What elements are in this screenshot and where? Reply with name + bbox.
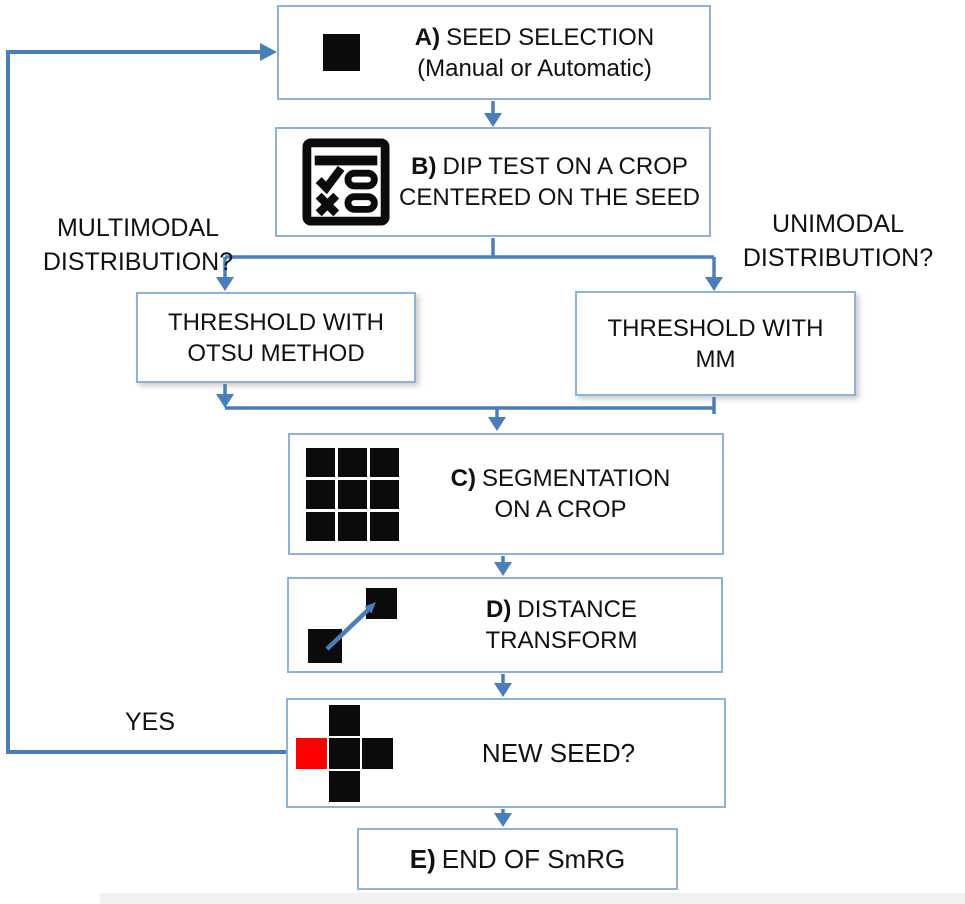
dip-test-text: B)DIP TEST ON A CROP CENTERED ON THE SEE… (390, 151, 709, 213)
distance-transform-line1: DISTANCE (517, 596, 637, 623)
end-prefix: E) (409, 843, 436, 874)
end-box: E)END OF SmRG (357, 828, 678, 890)
connector-c-to-d (494, 556, 512, 576)
yes-label: YES (124, 708, 176, 736)
dip-test-box: B)DIP TEST ON A CROP CENTERED ON THE SEE… (275, 127, 711, 237)
otsu-threshold-text: THRESHOLD WITH OTSU METHOD (168, 308, 384, 367)
connector-branch (216, 238, 723, 291)
distance-transform-box: D)DISTANCE TRANSFORM (287, 577, 723, 673)
new-seed-box: NEW SEED? (286, 698, 726, 808)
distance-transform-icon (308, 588, 397, 663)
connector-d-to-newseed (494, 674, 512, 697)
segmentation-line2: ON A CROP (494, 496, 627, 523)
seed-selection-box: A)SEED SELECTION (Manual or Automatic) (277, 5, 711, 100)
end-label: END OF SmRG (441, 843, 626, 874)
red-seed-square (296, 737, 327, 769)
distance-transform-text: D)DISTANCE TRANSFORM (402, 594, 721, 656)
distance-transform-prefix: D) (486, 596, 512, 623)
dip-test-prefix: B) (411, 153, 437, 180)
distance-transform-line2: TRANSFORM (485, 627, 638, 654)
segmentation-prefix: C) (450, 465, 476, 492)
segmentation-line1: SEGMENTATION (481, 465, 671, 492)
connector-yes-loop (6, 43, 287, 754)
bottom-edge-strip (100, 893, 965, 904)
otsu-threshold-box: THRESHOLD WITH OTSU METHOD (136, 292, 416, 383)
seed-selection-text: A)SEED SELECTION (Manual or Automatic) (360, 22, 709, 84)
mm-threshold-text: THRESHOLD WITH MM (607, 314, 824, 373)
multimodal-label: MULTIMODAL DISTRIBUTION? (42, 214, 234, 276)
segmentation-box: C)SEGMENTATION ON A CROP (288, 433, 724, 555)
dip-test-line2: CENTERED ON THE SEED (399, 184, 700, 211)
checklist-icon (302, 138, 390, 226)
segmentation-grid-icon (306, 447, 399, 541)
mm-threshold-box: THRESHOLD WITH MM (575, 291, 856, 396)
seed-selection-line2: (Manual or Automatic) (417, 54, 652, 82)
segmentation-text: C)SEGMENTATION ON A CROP (399, 463, 722, 525)
new-seed-text: NEW SEED? (481, 737, 636, 768)
new-seed-cross-icon (296, 704, 393, 802)
unimodal-label: UNIMODAL DISTRIBUTION? (742, 210, 934, 272)
seed-selection-line1: SEED SELECTION (446, 23, 655, 51)
seed-square-icon (323, 34, 360, 71)
dip-test-line1: DIP TEST ON A CROP (442, 153, 688, 180)
connector-a-to-b (484, 101, 502, 127)
seed-selection-prefix: A) (414, 23, 441, 51)
connector-newseed-to-e (494, 809, 512, 827)
end-text: E)END OF SmRG (359, 844, 676, 875)
